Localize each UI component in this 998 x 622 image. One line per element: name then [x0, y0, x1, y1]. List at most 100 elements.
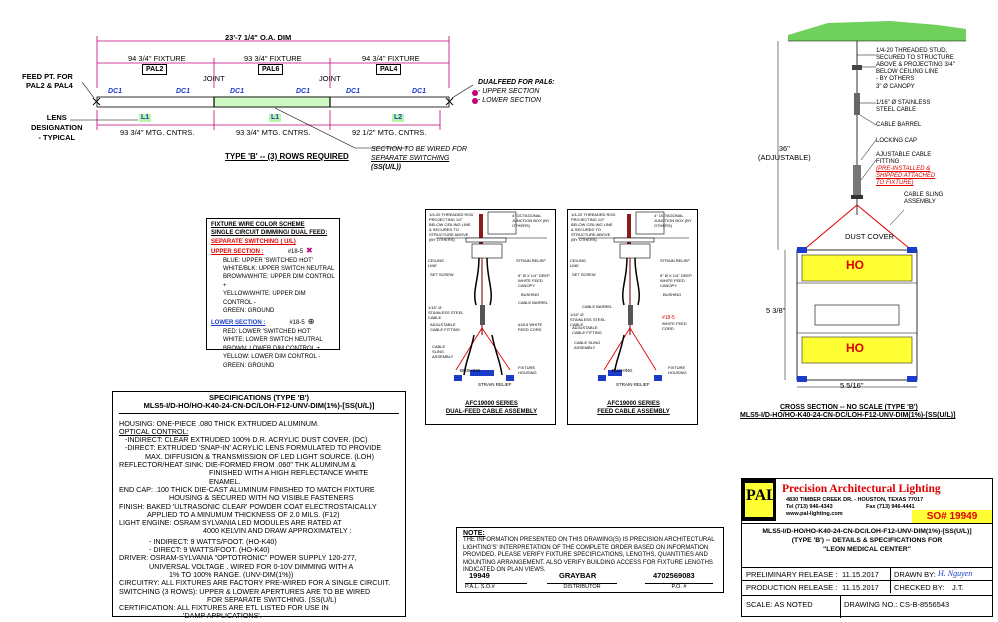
- joint-label-1: JOINT: [203, 74, 225, 83]
- assembly2-subtitle: FEED CABLE ASSEMBLY: [597, 409, 670, 415]
- cable-barrel-label: CABLE BARREL: [876, 122, 922, 128]
- note-line: PROVIDED. PLEASE VERIFY FIXTURE SPECIFIC…: [463, 552, 708, 559]
- spec-line: SWITCHING (3 ROWS): UPPER & LOWER APERTU…: [119, 586, 371, 596]
- wire-scheme-subtitle: SINGLE CIRCUIT DIMMING/ DUAL FEED:: [211, 230, 328, 237]
- spec-line: -INDIRECT: CLEAR EXTRUDED 100% D.R. ACRY…: [125, 435, 368, 445]
- mtg-centers-3: 92 1/2" MTG. CNTRS.: [352, 128, 427, 137]
- fixture-dim-1: 94 3/4" FIXTURE: [128, 54, 186, 63]
- threaded-rod-label: 1/4-20 THREADED ROD PROJECTING 1/2" BELO…: [571, 212, 616, 242]
- title-block: PAL Precision Architectural Lighting 483…: [741, 478, 993, 618]
- spec-line: - DIRECT: 9 WATTS/FOOT. (HO-K40): [149, 545, 270, 555]
- dualfeed-label: DUALFEED FOR PAL6:- UPPER SECTION- LOWER…: [478, 79, 555, 104]
- spec-line: 'DAMP APPLICATIONS'.: [183, 611, 262, 621]
- company-name: Precision Architectural Lighting: [782, 483, 941, 495]
- spec-line: END CAP: .100 THICK DIE-CAST ALUMINUM FI…: [119, 484, 375, 494]
- note-heading: NOTE:: [463, 530, 485, 537]
- spec-line: FOR SEPARATE SWITCHING. (SS(U/L): [207, 594, 337, 604]
- locking-cap-label: LOCKING CAP: [876, 138, 918, 144]
- note-box: NOTE: THE INFORMATION PRESENTED ON THIS …: [456, 527, 724, 593]
- spec-model: MLS5-I/D-HO/HO-K40-24-CN-DC/LOH-F12-UNV-…: [119, 402, 399, 414]
- lower-wire-line: RED: LOWER 'SWITCHED HOT': [223, 328, 312, 335]
- cable-barrel-label: CABLE BARREL: [518, 300, 549, 305]
- fixture-housing-label: FIXTURE HOUSING: [518, 365, 537, 375]
- overall-dim: 23'-7 1/4" O.A. DIM: [225, 33, 292, 42]
- section-model: MLS5-I/D-HO/HO-K40-24-CN-DC/LOH-F12-UNV-…: [740, 412, 956, 419]
- dust-cover-label: DUST COVER: [845, 232, 895, 241]
- bottom-dim: 5 5/16": [840, 381, 864, 390]
- prod-release-row: PRODUCTION RELEASE : 11.15.2017 CHECKED …: [742, 580, 992, 593]
- strain-relief-label: STRAIN RELIEF: [478, 382, 512, 387]
- note-so-label: P.A.L. S.O.#: [465, 583, 527, 591]
- strain-relief-label: STRAIN RELIEF: [616, 382, 650, 387]
- fixture-dim-3: 94 3/4" FIXTURE: [362, 54, 420, 63]
- note-so-value: 19949: [469, 571, 490, 580]
- spec-line: 4000 KELVIN AND DRAW APPROXIMATELY :: [203, 526, 352, 536]
- upper-wire-line: GREEN: GROUND: [223, 308, 275, 315]
- ho-bottom-label: HO: [846, 341, 864, 355]
- fixture-tag-pal6: PAL6: [258, 64, 284, 75]
- dual-feed-assembly-drawing: [436, 211, 547, 381]
- adjustable-fitting-label: ADJUSTABLE CABLE FITTING: [430, 322, 460, 332]
- dc-tag: DC1: [412, 88, 427, 95]
- threaded-rod-label: 1/4-20 THREADED ROD PROJECTING 1/2" BELO…: [429, 212, 474, 242]
- feed-cord-label: #18-5 WHITE FEED CORD: [518, 322, 543, 332]
- assembly1-subtitle: DUAL-FEED CABLE ASSEMBLY: [445, 409, 538, 415]
- dc-tag: DC1: [296, 88, 311, 95]
- feed-cable-assembly: 1/4-20 THREADED ROD PROJECTING 1/2" BELO…: [567, 209, 698, 425]
- joint-label-2: JOINT: [319, 74, 341, 83]
- cable-sling-label: CABLE SLING ASSEMBLY: [432, 344, 454, 359]
- dc-tag: DC1: [346, 88, 361, 95]
- lower-wire-tag: #18-5: [289, 320, 305, 327]
- lower-feed-icon: ⊕: [307, 317, 315, 327]
- feed-cord-label: WHITE FEED CORD: [662, 321, 687, 331]
- junction-box-label: 4" OCTAGONAL JUNCTION BOX (BY OTHERS): [654, 213, 692, 228]
- lower-wire-line: GREEN: GROUND: [223, 362, 275, 369]
- cable-barrel-label: CABLE BARREL: [582, 304, 613, 309]
- mtg-centers-1: 93 3/4" MTG. CNTRS.: [120, 128, 195, 137]
- section-title: CROSS SECTION -- NO SCALE (TYPE 'B'): [780, 404, 918, 411]
- upper-wire-tag: #18-5: [287, 249, 304, 256]
- company-address: 4830 TIMBER CREEK DR. - HOUSTON, TEXAS 7…: [786, 497, 924, 503]
- side-dim: 5 3/8": [766, 306, 786, 315]
- prelim-release-row: PRELIMINARY RELEASE : 11.15.2017 DRAWN B…: [742, 567, 992, 580]
- lens-tag-l1: L1: [139, 114, 152, 122]
- specifications: SPECIFICATIONS (TYPE 'B') MLS5-I/D-HO/HO…: [112, 391, 406, 621]
- bushing-label: BUSHING: [612, 368, 633, 373]
- spec-line: FINISHED WITH A HIGH REFLECTANCE WHITE E…: [209, 468, 369, 486]
- note-distributor-value: GRAYBAR: [559, 571, 597, 580]
- plan-title: TYPE 'B' -- (3) ROWS REQUIRED: [225, 152, 349, 161]
- lens-tag-l1: L1: [269, 114, 282, 122]
- logo: PAL: [742, 479, 777, 521]
- spec-line: -DIRECT: EXTRUDED 'SNAP-IN' ACRYLIC LENS…: [125, 443, 382, 453]
- wire-scheme-switching: SEPARATE SWITCHING ( U/L): [211, 238, 296, 245]
- assembly1-title: AFC19000 SERIES: [465, 401, 518, 407]
- fixture-dim-2: 93 3/4" FIXTURE: [244, 54, 302, 63]
- company-fax: Fax (713) 946-4441: [866, 504, 915, 510]
- set-screw-label: SET SCREW: [430, 272, 454, 277]
- set-screw-label: SET SCREW: [572, 272, 596, 277]
- lower-wire-line: BROWN: LOWER DIM CONTROL +: [223, 345, 320, 352]
- spec-line: - INDIRECT: 9 WATTS/FOOT. (HO-K40): [149, 536, 277, 546]
- canopy-label: 3" Ø CANOPY: [876, 84, 915, 90]
- stainless-cable-label: 1/16" Ø STAINLESS STEEL CABLE: [428, 305, 464, 320]
- company-phone: Tel (713) 946-4343: [786, 504, 833, 510]
- spec-line: UNIVERSAL VOLTAGE . WIRED FOR 0-10V DIMM…: [149, 561, 354, 571]
- spec-line: HOUSING & SECURED WITH NO VISIBLE FASTEN…: [169, 493, 354, 503]
- spec-line: LIGHT ENGINE: OSRAM SYLVANIA LED MODULES…: [119, 518, 342, 528]
- spec-line: CERTIFICATION: ALL FIXTURES ARE ETL LIST…: [119, 603, 329, 613]
- note-po-label: P.O. #: [645, 583, 713, 591]
- spec-line: APPLIED TO A MINUMUM THICKNESS OF 2.0 MI…: [147, 509, 340, 519]
- note-po-value: 4702569083: [653, 571, 695, 580]
- spec-line: 1% TO 100% RANGE. (UNV-DIM(1%)): [169, 569, 294, 579]
- spec-line: HOUSING: ONE-PIECE .080 THICK EXTRUDED A…: [119, 418, 319, 428]
- ceiling-line-label: CEILING LINE: [428, 258, 445, 268]
- cross-section-drawing: [777, 21, 966, 388]
- assembly2-title: AFC19000 SERIES: [607, 401, 660, 407]
- fixture-tag-pal2: PAL2: [142, 64, 168, 75]
- lens-tag-l2: L2: [392, 114, 405, 122]
- feed-cable-assembly-drawing: [578, 211, 689, 381]
- dc-tag: DC1: [108, 88, 123, 95]
- so-badge: SO# 19949: [912, 510, 992, 523]
- lower-section-head: LOWER SECTION :: [211, 320, 266, 327]
